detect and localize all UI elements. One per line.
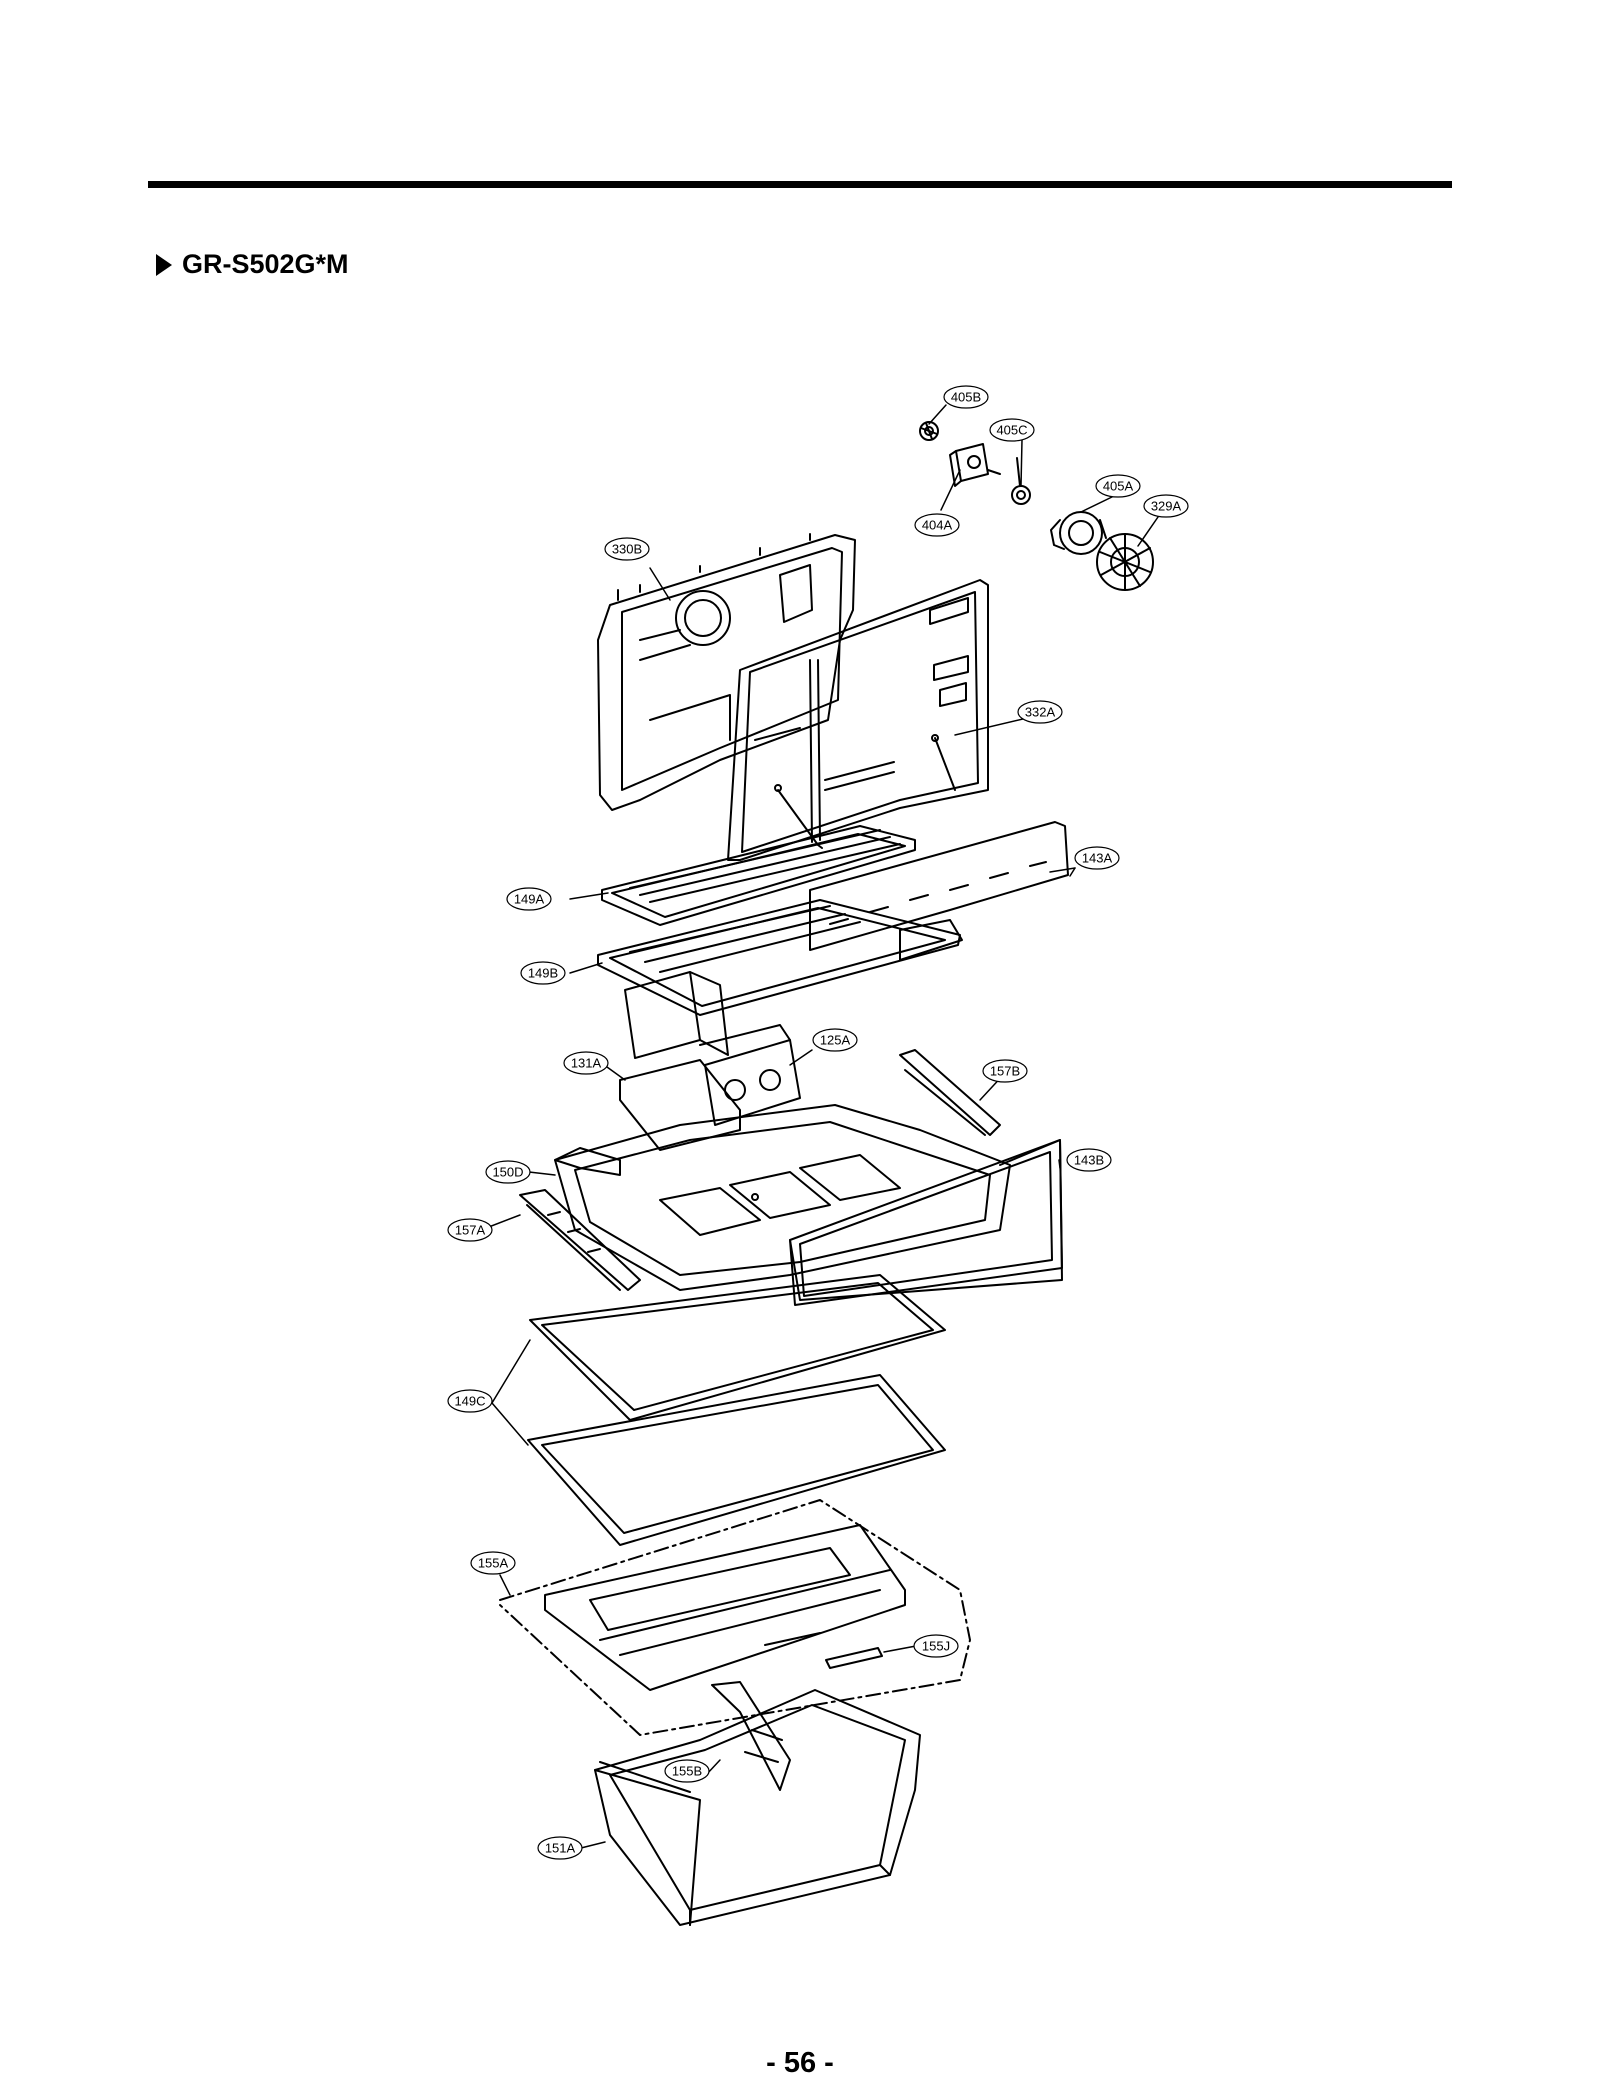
drawer-front-part: [789, 1139, 1063, 1306]
callout-label: 131A: [571, 1056, 602, 1071]
callout-oval: [537, 1836, 583, 1860]
callout-label: 405B: [951, 390, 981, 405]
right-rail-part: [809, 821, 1069, 961]
callout-155a: 155A: [470, 1551, 516, 1575]
callout-155j: 155J: [913, 1634, 959, 1658]
callout-label: 405C: [996, 423, 1027, 438]
callout-329a: 329A: [1143, 494, 1189, 518]
fan-small-part: [1011, 457, 1031, 505]
callout-oval: [989, 418, 1035, 442]
callout-oval: [812, 1028, 858, 1052]
leader-lines: [480, 404, 1159, 1849]
callout-oval: [470, 1551, 516, 1575]
air-cover-part: [699, 1024, 801, 1126]
callout-149c: 149C: [447, 1389, 493, 1413]
fan-housing-box-part: [624, 971, 729, 1059]
vegetable-drawer-part: [594, 1689, 921, 1926]
crisper-cover-group-outline: [499, 1499, 971, 1736]
callout-149a: 149A: [506, 887, 552, 911]
callout-label: 155J: [922, 1639, 950, 1654]
callout-oval: [1017, 700, 1063, 724]
callout-405a: 405A: [1095, 474, 1141, 498]
callout-405c: 405C: [989, 418, 1035, 442]
page-number: - 56 -: [766, 2047, 834, 2079]
callout-label: 155B: [672, 1764, 702, 1779]
callout-oval: [914, 513, 960, 537]
callout-oval: [943, 385, 989, 409]
callout-layer: 405B 405C 404A 405A 329A 330B 332A 143A 149A 149B…: [447, 385, 1189, 1860]
callout-125a: 125A: [812, 1028, 858, 1052]
top-rule: [148, 181, 1452, 188]
callout-label: 155A: [478, 1556, 509, 1571]
fan-large-part: [1096, 533, 1154, 591]
callout-label: 149B: [528, 966, 558, 981]
callout-oval: [485, 1160, 531, 1184]
callout-label: 404A: [922, 518, 953, 533]
callout-404a: 404A: [914, 513, 960, 537]
callout-oval: [447, 1218, 493, 1242]
callout-oval: [982, 1059, 1028, 1083]
callout-oval: [563, 1051, 609, 1075]
callout-151a: 151A: [537, 1836, 583, 1860]
glass-shelf-lower-part: [527, 1374, 946, 1546]
model-name: GR-S502G*M: [182, 249, 349, 279]
left-slide-rail-part: [519, 1189, 641, 1291]
callout-oval: [664, 1759, 710, 1783]
callout-label: 332A: [1025, 705, 1056, 720]
callout-157b: 157B: [982, 1059, 1028, 1083]
callout-143a: 143A: [1074, 846, 1120, 870]
callout-157a: 157A: [447, 1218, 493, 1242]
callout-label: 149C: [454, 1394, 485, 1409]
fan-motor-part: [949, 443, 1001, 487]
callout-label: 150D: [492, 1165, 523, 1180]
upper-shelf-part: [601, 825, 916, 926]
drawer-handle-frame-part: [554, 1147, 621, 1176]
back-duct-panel-part: [597, 533, 856, 811]
callout-oval: [1074, 846, 1120, 870]
callout-oval: [1066, 1148, 1112, 1172]
callout-oval: [913, 1634, 959, 1658]
callout-label: 157B: [990, 1064, 1020, 1079]
callout-131a: 131A: [563, 1051, 609, 1075]
fan-blade-small-part: [919, 421, 939, 441]
callout-oval: [506, 887, 552, 911]
callout-330b: 330B: [604, 537, 650, 561]
front-cover-panel-part: [727, 579, 989, 861]
callout-label: 125A: [820, 1033, 851, 1048]
callout-149b: 149B: [520, 961, 566, 985]
callout-332a: 332A: [1017, 700, 1063, 724]
callout-oval: [1095, 474, 1141, 498]
callout-label: 143A: [1082, 851, 1113, 866]
callout-oval: [604, 537, 650, 561]
upper-drawer-part: [554, 1104, 1063, 1301]
callout-label: 151A: [545, 1841, 576, 1856]
callout-label: 405A: [1103, 479, 1134, 494]
callout-oval: [1143, 494, 1189, 518]
callout-405b: 405B: [943, 385, 989, 409]
callout-oval: [447, 1389, 493, 1413]
right-slide-rail-part: [899, 1049, 1001, 1136]
callout-label: 330B: [612, 542, 642, 557]
callout-label: 143B: [1074, 1153, 1104, 1168]
callout-label: 157A: [455, 1223, 486, 1238]
callout-143b: 143B: [1066, 1148, 1112, 1172]
callout-155b: 155B: [664, 1759, 710, 1783]
callout-150d: 150D: [485, 1160, 531, 1184]
crisper-cover-part: [544, 1524, 906, 1691]
callout-oval: [520, 961, 566, 985]
tray-base-part: [619, 1059, 741, 1151]
triangle-bullet-icon: [156, 253, 172, 276]
glass-shelf-upper-part: [529, 1274, 946, 1421]
model-heading: GR-S502G*M: [156, 249, 349, 280]
fan-shroud-part: [1050, 511, 1107, 555]
divider-part: [711, 1681, 791, 1791]
control-slider-part: [825, 1647, 883, 1669]
callout-label: 149A: [514, 892, 545, 907]
callout-label: 329A: [1151, 499, 1182, 514]
